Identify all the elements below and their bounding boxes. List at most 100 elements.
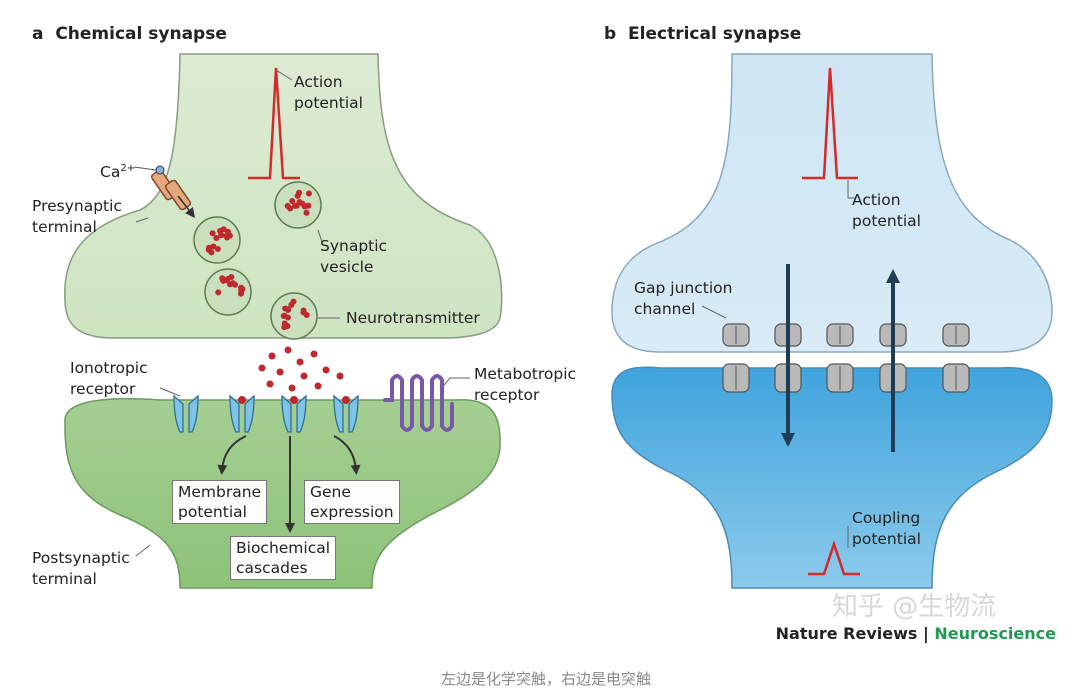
released-neurotransmitter-dot	[310, 350, 318, 358]
synaptic-vesicle	[193, 216, 241, 264]
receptor-subunit-right	[296, 394, 307, 433]
action-potential-a-line2: potential	[294, 94, 363, 112]
action-potential-b-line1: Action	[852, 191, 901, 209]
vesicle-membrane	[204, 268, 252, 316]
ionotropic-line1: Ionotropic	[70, 359, 148, 377]
metabotropic-receptor-icon	[383, 374, 454, 432]
membrane-potential-box: Membrane potential	[172, 480, 268, 524]
biochemical-cascades-box: Biochemical cascades	[230, 536, 337, 580]
released-neurotransmitter-dot	[276, 368, 284, 376]
arrow-membrane	[217, 435, 247, 475]
action-potential-a-line1: Action	[294, 73, 343, 91]
calcium-channel-icon	[133, 165, 196, 218]
receptor-subunit-right	[348, 394, 359, 433]
postsynaptic-line1: Postsynaptic	[32, 549, 130, 567]
neurotransmitter-molecules	[258, 346, 344, 392]
neurotransmitter-dot	[290, 298, 297, 305]
bound-neurotransmitter-dot	[342, 396, 350, 404]
action-potential-b-line2: potential	[852, 212, 921, 230]
credit-separator: |	[917, 624, 935, 643]
credit-section: Neuroscience	[934, 624, 1056, 643]
released-neurotransmitter-dot	[300, 372, 308, 380]
ionotropic-receptors	[173, 394, 359, 433]
released-neurotransmitter-dot	[268, 352, 276, 360]
panel-a-letter: a	[32, 24, 44, 44]
credit-journal: Nature Reviews	[775, 624, 918, 643]
membrane-line1: Membrane	[178, 483, 262, 501]
neurotransmitter-dot	[216, 228, 223, 235]
neurotransmitter-dot	[237, 290, 244, 297]
leader-vesicle	[317, 229, 323, 243]
neurotransmitter-dot	[209, 230, 216, 237]
postsynaptic-line2: terminal	[32, 570, 97, 588]
neurotransmitter-label: Neurotransmitter	[346, 309, 480, 327]
neurotransmitter-dot	[293, 202, 300, 209]
ionotropic-line2: receptor	[70, 380, 136, 398]
neurotransmitter-dot	[303, 311, 310, 318]
presynaptic-terminal-b	[611, 53, 1053, 353]
figure-caption: 左边是化学突触，右边是电突触	[440, 670, 651, 688]
neurotransmitter-dot	[281, 320, 288, 327]
receptor-subunit-right	[244, 394, 255, 433]
arrow-gene	[333, 435, 361, 475]
calcium-superscript: 2+	[120, 163, 136, 174]
action-potential-spike-a	[248, 67, 300, 180]
ionotropic-receptor-icon	[281, 394, 307, 433]
released-neurotransmitter-dot	[296, 358, 304, 366]
coupling-line2: potential	[852, 530, 921, 548]
neurotransmitter-dot	[284, 202, 291, 209]
ionotropic-receptor-icon	[229, 394, 255, 433]
released-neurotransmitter-dot	[336, 372, 344, 380]
synaptic-vesicle-label: Synaptic vesicle	[320, 236, 387, 278]
neurotransmitter-dot	[303, 209, 310, 216]
receptor-subunit-left	[229, 394, 240, 433]
action-potential-label-a: Action potential	[294, 72, 363, 114]
coupling-potential-label: Coupling potential	[852, 508, 921, 550]
presynaptic-label: Presynaptic terminal	[32, 196, 122, 238]
synaptic-vesicle-line1: Synaptic	[320, 237, 388, 255]
leader-ionotropic	[159, 387, 181, 397]
neurotransmitter-dot	[289, 197, 296, 204]
journal-credit: Nature Reviews | Neuroscience	[776, 624, 1056, 643]
metabotropic-line2: receptor	[474, 386, 540, 404]
receptor-subunit-left	[173, 394, 184, 433]
neurotransmitter-dot	[224, 275, 231, 282]
synaptic-vesicles	[193, 181, 322, 340]
ionotropic-receptor-icon	[333, 394, 359, 433]
gap-junction-label: Gap junction channel	[634, 278, 732, 320]
neurotransmitter-dot	[231, 281, 238, 288]
neurotransmitter-dot	[305, 190, 312, 197]
released-neurotransmitter-dot	[266, 380, 274, 388]
gap-junction-channel-icon	[942, 323, 970, 393]
leader-gap-junction	[701, 305, 727, 319]
released-neurotransmitter-dot	[288, 384, 296, 392]
postsynaptic-terminal	[64, 397, 501, 589]
receptor-subunit-left	[281, 394, 292, 433]
ionotropic-label: Ionotropic receptor	[70, 358, 148, 400]
gap-junction-line2: channel	[634, 300, 696, 318]
biochemical-line1: Biochemical	[236, 539, 331, 557]
neurotransmitter-dot	[296, 189, 303, 196]
panel-b-title: b Electrical synapse	[604, 24, 801, 44]
neurotransmitter-dot	[239, 285, 246, 292]
released-neurotransmitter-dot	[284, 346, 292, 354]
leader-presynaptic	[135, 217, 149, 223]
biochemical-line2: cascades	[236, 559, 308, 577]
coupling-potential-spike	[808, 540, 860, 576]
gene-expression-box: Gene expression	[304, 480, 400, 524]
leader-metabotropic	[439, 377, 470, 391]
ionotropic-receptor-icon	[173, 394, 199, 433]
calcium-text: Ca	[100, 163, 121, 182]
gene-line2: expression	[310, 503, 394, 521]
released-neurotransmitter-dot	[322, 366, 330, 374]
leader-postsynaptic	[135, 544, 151, 557]
presynaptic-line2: terminal	[32, 218, 97, 236]
panel-b-title-text: Electrical synapse	[628, 24, 802, 44]
bound-neurotransmitter-dot	[290, 396, 298, 404]
postsynaptic-terminal-b	[611, 366, 1053, 589]
postsynaptic-label: Postsynaptic terminal	[32, 548, 130, 590]
neurotransmitter-dot	[302, 203, 309, 210]
panel-a-title-text: Chemical synapse	[55, 24, 227, 44]
